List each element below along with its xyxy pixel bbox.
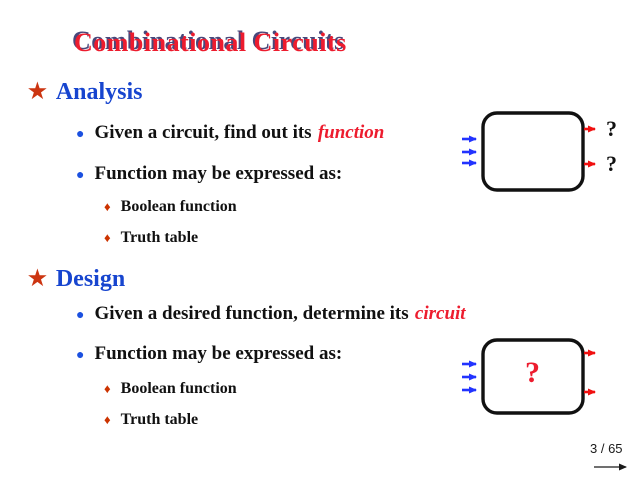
- design-bullet-1-emphasis: circuit: [414, 303, 466, 324]
- next-page-arrow-icon[interactable]: [592, 461, 636, 473]
- design-sub-bullet-1: ♦ Boolean function: [104, 380, 237, 398]
- design-sub-bullet-2-text: Truth table: [120, 411, 199, 428]
- analysis-diagram-graphic: [462, 111, 596, 192]
- design-bullet-2: ● Function may be expressed as:: [76, 343, 342, 365]
- diamond-bullet-icon: ♦: [104, 412, 111, 427]
- diamond-bullet-icon: ♦: [104, 199, 111, 214]
- diamond-bullet-icon: ♦: [104, 381, 111, 396]
- analysis-sub-bullet-1-text: Boolean function: [120, 198, 237, 215]
- output-question-label: ?: [606, 116, 617, 141]
- analysis-sub-bullet-2-text: Truth table: [120, 229, 199, 246]
- analysis-sub-bullet-1: ♦ Boolean function: [104, 198, 237, 216]
- analysis-bullet-1-text: Given a circuit, find out its: [94, 122, 312, 143]
- section-heading-analysis: ★ Analysis: [28, 79, 143, 106]
- unknown-circuit-question-label: ?: [525, 356, 540, 389]
- dot-bullet-icon: ●: [76, 127, 85, 142]
- design-diagram-graphic: [462, 338, 596, 415]
- output-question-label: ?: [606, 151, 617, 176]
- analysis-bullet-1-emphasis: function: [317, 122, 385, 143]
- design-sub-bullet-2: ♦ Truth table: [104, 411, 198, 429]
- design-bullet-2-text: Function may be expressed as:: [94, 343, 343, 364]
- dot-bullet-icon: ●: [76, 168, 85, 183]
- analysis-heading-label: Analysis: [55, 79, 143, 105]
- design-bullet-1-text: Given a desired function, determine its: [94, 303, 409, 324]
- design-circuit-diagram: ?: [450, 332, 638, 432]
- page-number: 3 / 65: [590, 441, 623, 456]
- design-heading-label: Design: [55, 266, 126, 292]
- diamond-bullet-icon: ♦: [104, 230, 111, 245]
- circuit-box: [481, 338, 585, 415]
- design-sub-bullet-1-text: Boolean function: [120, 380, 237, 397]
- circuit-box: [481, 111, 585, 192]
- star-bullet-icon: ★: [28, 266, 47, 290]
- slide-title: Combinational Circuits: [74, 28, 347, 57]
- design-bullet-1: ● Given a desired function, determine it…: [76, 303, 466, 325]
- analysis-bullet-1: ● Given a circuit, find out its function: [76, 122, 384, 144]
- dot-bullet-icon: ●: [76, 348, 85, 363]
- star-bullet-icon: ★: [28, 79, 47, 103]
- analysis-bullet-2-text: Function may be expressed as:: [94, 163, 343, 184]
- analysis-circuit-diagram: ? ?: [450, 105, 638, 205]
- analysis-bullet-2: ● Function may be expressed as:: [76, 163, 342, 185]
- section-heading-design: ★ Design: [28, 266, 125, 293]
- analysis-sub-bullet-2: ♦ Truth table: [104, 229, 198, 247]
- dot-bullet-icon: ●: [76, 308, 85, 323]
